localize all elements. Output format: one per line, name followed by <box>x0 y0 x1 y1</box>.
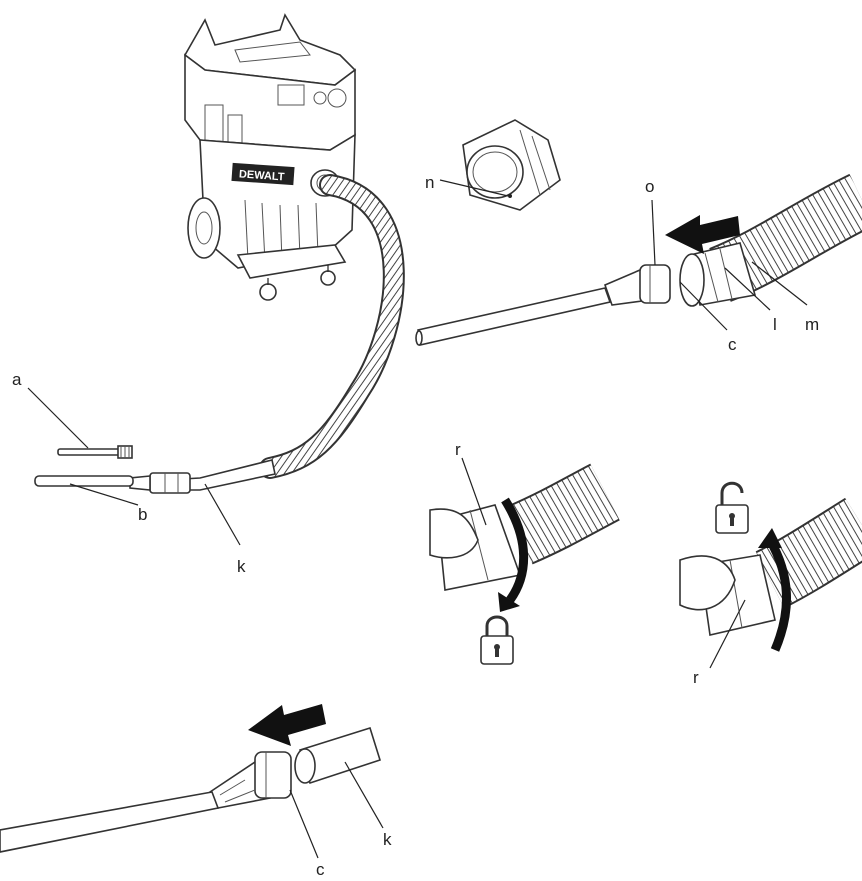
label-r-left: r <box>455 440 461 459</box>
brand-plate-text: DEWALT <box>239 168 286 183</box>
hose-connection-top <box>415 173 862 346</box>
label-c-top: c <box>728 335 737 354</box>
crevice-brush-accessory <box>57 445 133 459</box>
push-arrow-bottom <box>248 704 326 746</box>
label-o: o <box>645 177 654 196</box>
vacuum-cleaner: DEWALT <box>183 13 357 301</box>
padlock-open-icon <box>715 481 749 534</box>
label-l: l <box>773 315 777 334</box>
adapter-sleeve <box>462 119 561 211</box>
padlock-closed-icon <box>480 615 514 665</box>
bent-wand-assembly <box>34 459 276 494</box>
pipe-connection-bottom <box>0 726 381 853</box>
label-m: m <box>805 315 819 334</box>
push-arrow-top <box>665 215 740 254</box>
long-hose <box>259 174 405 479</box>
label-k-bottom: k <box>383 830 392 849</box>
label-a: a <box>12 370 22 389</box>
lock-step-closed <box>429 463 620 665</box>
label-k-top: k <box>237 557 246 576</box>
label-c-bottom: c <box>316 860 325 879</box>
label-b: b <box>138 505 147 524</box>
lock-step-open <box>679 481 862 652</box>
label-n: n <box>425 173 434 192</box>
label-r-right: r <box>693 668 699 687</box>
